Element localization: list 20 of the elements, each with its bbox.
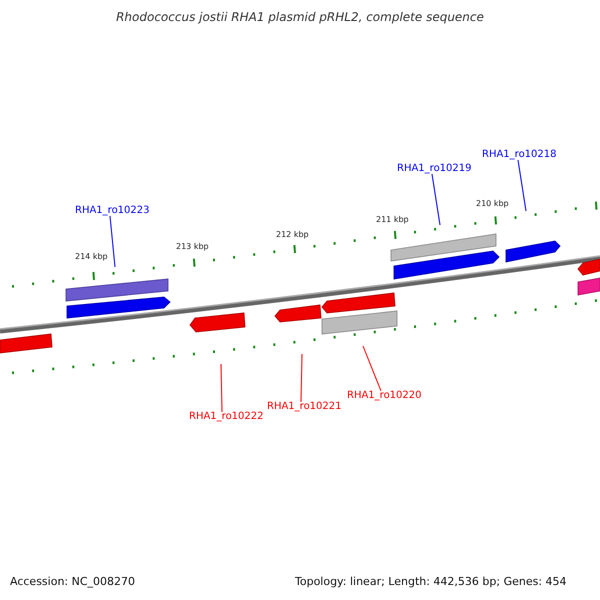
gene-label: RHA1_ro10219: [397, 164, 472, 174]
scale-label: 211 kbp: [376, 216, 409, 224]
topology-text: Topology: linear; Length: 442,536 bp; Genes: 454: [295, 576, 567, 587]
leader-line: [110, 216, 116, 268]
gene-label: RHA1_ro10218: [482, 150, 556, 160]
leader-line: [362, 346, 382, 392]
accession-text: Accession: NC_008270: [10, 576, 136, 587]
leader-line: [220, 364, 222, 412]
gene-label: RHA1_ro10222: [189, 412, 264, 422]
scale-label: 212 kbp: [276, 231, 309, 239]
diagram-title: Rhodococcus jostii RHA1 plasmid pRHL2, complete sequence: [115, 11, 485, 23]
scale-label: 210 kbp: [476, 200, 509, 208]
gene-label: RHA1_ro10221: [267, 402, 342, 412]
gene-label: RHA1_ro10220: [347, 391, 422, 401]
scale-label: 213 kbp: [176, 243, 209, 251]
scale-label: 214 kbp: [75, 253, 108, 261]
gene-label: RHA1_ro10223: [75, 206, 150, 216]
leader-line: [432, 174, 440, 226]
leader-line: [300, 354, 302, 402]
leader-line: [518, 160, 526, 212]
